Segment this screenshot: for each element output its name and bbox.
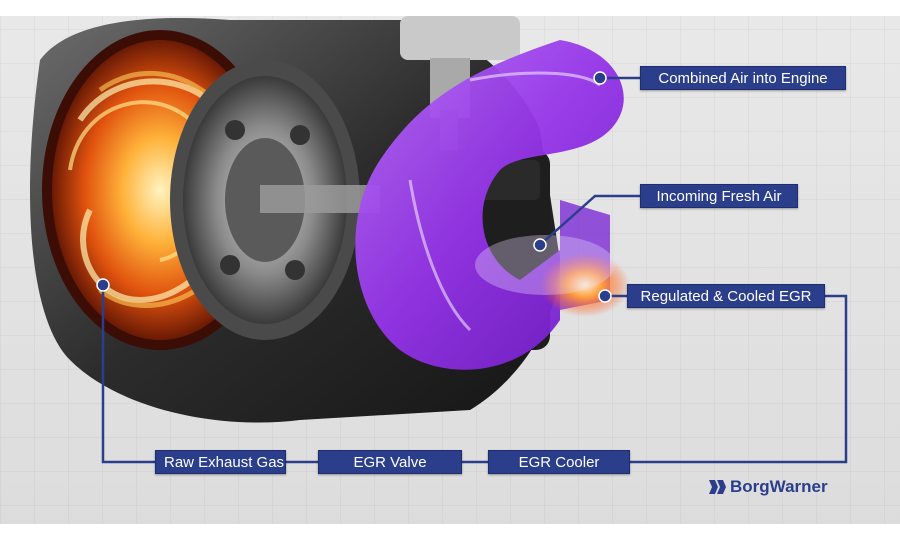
dot-fresh-air (533, 238, 547, 252)
bottom-margin (0, 524, 900, 540)
brand-name: BorgWarner (730, 477, 828, 496)
top-margin (0, 0, 900, 16)
connector-egr-loop-right (630, 294, 848, 464)
label-combined-air: Combined Air into Engine (640, 66, 846, 90)
connector-fresh-air (539, 194, 640, 246)
label-raw-exhaust: Raw Exhaust Gas (155, 450, 286, 474)
borgwarner-mark-icon (709, 480, 726, 494)
brand-logo: BorgWarner (708, 477, 828, 497)
dot-raw-exhaust (96, 278, 110, 292)
dot-regulated-egr (598, 289, 612, 303)
label-egr-valve: EGR Valve (318, 450, 462, 474)
label-egr-cooler: EGR Cooler (488, 450, 630, 474)
label-regulated-egr: Regulated & Cooled EGR (627, 284, 825, 308)
connector-lines (101, 76, 848, 464)
connector-raw-exhaust (101, 285, 155, 464)
turbine-wheel (170, 60, 380, 340)
label-fresh-air: Incoming Fresh Air (640, 184, 798, 208)
connector-dots (96, 71, 612, 303)
dot-combined-air (593, 71, 607, 85)
